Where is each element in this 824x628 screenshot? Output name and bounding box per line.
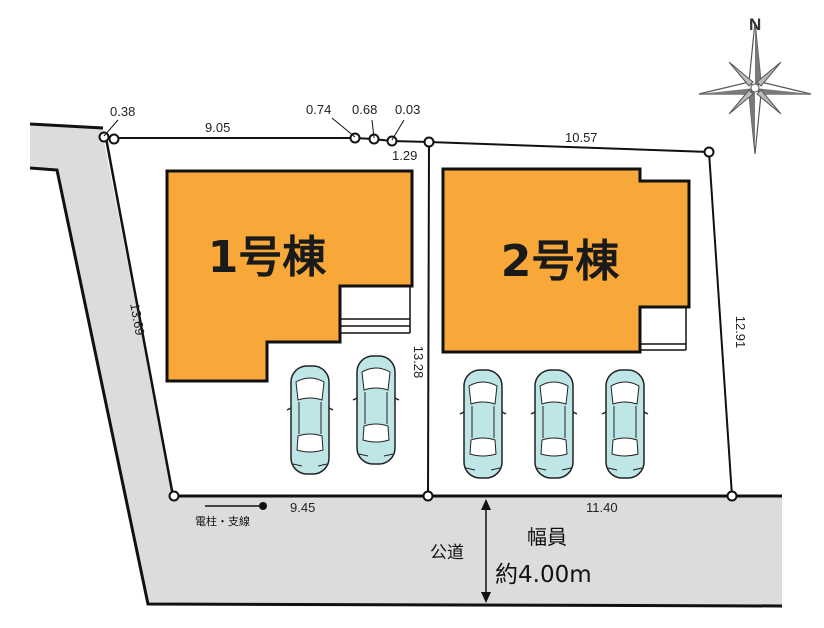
car-icon (286, 365, 334, 475)
dim-top-a: 0.38 (110, 104, 135, 119)
dim-middle: 13.28 (411, 346, 426, 379)
utility-pole-label: 電柱・支線 (195, 514, 250, 528)
lot-1-label: 1号棟 (208, 232, 328, 283)
compass-rose-icon (698, 21, 812, 155)
dim-right-side: 12.91 (733, 316, 748, 349)
dim-top-f: 1.29 (392, 148, 417, 163)
lot-2-label: 2号棟 (501, 236, 621, 287)
dim-top-e: 0.03 (395, 102, 420, 117)
survey-point (98, 131, 110, 143)
survey-point (168, 490, 180, 502)
car-icon (352, 355, 400, 465)
road-left (30, 124, 782, 606)
car-icon (459, 369, 507, 479)
road-width-arrow (481, 499, 491, 603)
entrance-steps-lot-2 (640, 307, 687, 351)
road-width-label: 幅員 (527, 525, 567, 549)
dim-bottom-left: 9.45 (290, 500, 315, 515)
dim-top-d: 0.68 (352, 102, 377, 117)
road-type-label: 公道 (430, 543, 464, 563)
building-lot-1 (165, 169, 414, 383)
compass-north-label: N (749, 15, 761, 34)
utility-pole-icon (259, 502, 267, 510)
car-icon (530, 369, 578, 479)
dim-top-g: 10.57 (565, 130, 598, 145)
boundary-line (102, 135, 733, 497)
dim-bottom-right: 11.40 (586, 500, 618, 515)
survey-points (98, 131, 738, 502)
survey-point (386, 135, 398, 147)
building-lot-2 (441, 167, 691, 354)
dim-top-c: 0.74 (306, 102, 331, 117)
left-boundary (104, 137, 175, 497)
road-left-edge-outer (29, 166, 783, 608)
middle-boundary (427, 141, 430, 497)
dim-top-b: 9.05 (205, 120, 230, 135)
survey-point (726, 490, 738, 502)
road-width-value: 約4.00m (495, 562, 592, 588)
road-left-edge-top (29, 122, 104, 130)
car-icon (601, 369, 649, 479)
survey-point (423, 136, 435, 148)
dim-left-side: 13.69 (127, 302, 147, 337)
survey-point (422, 490, 434, 502)
survey-point (703, 146, 715, 158)
entrance-steps-lot-1 (340, 286, 411, 334)
survey-point (108, 133, 120, 145)
